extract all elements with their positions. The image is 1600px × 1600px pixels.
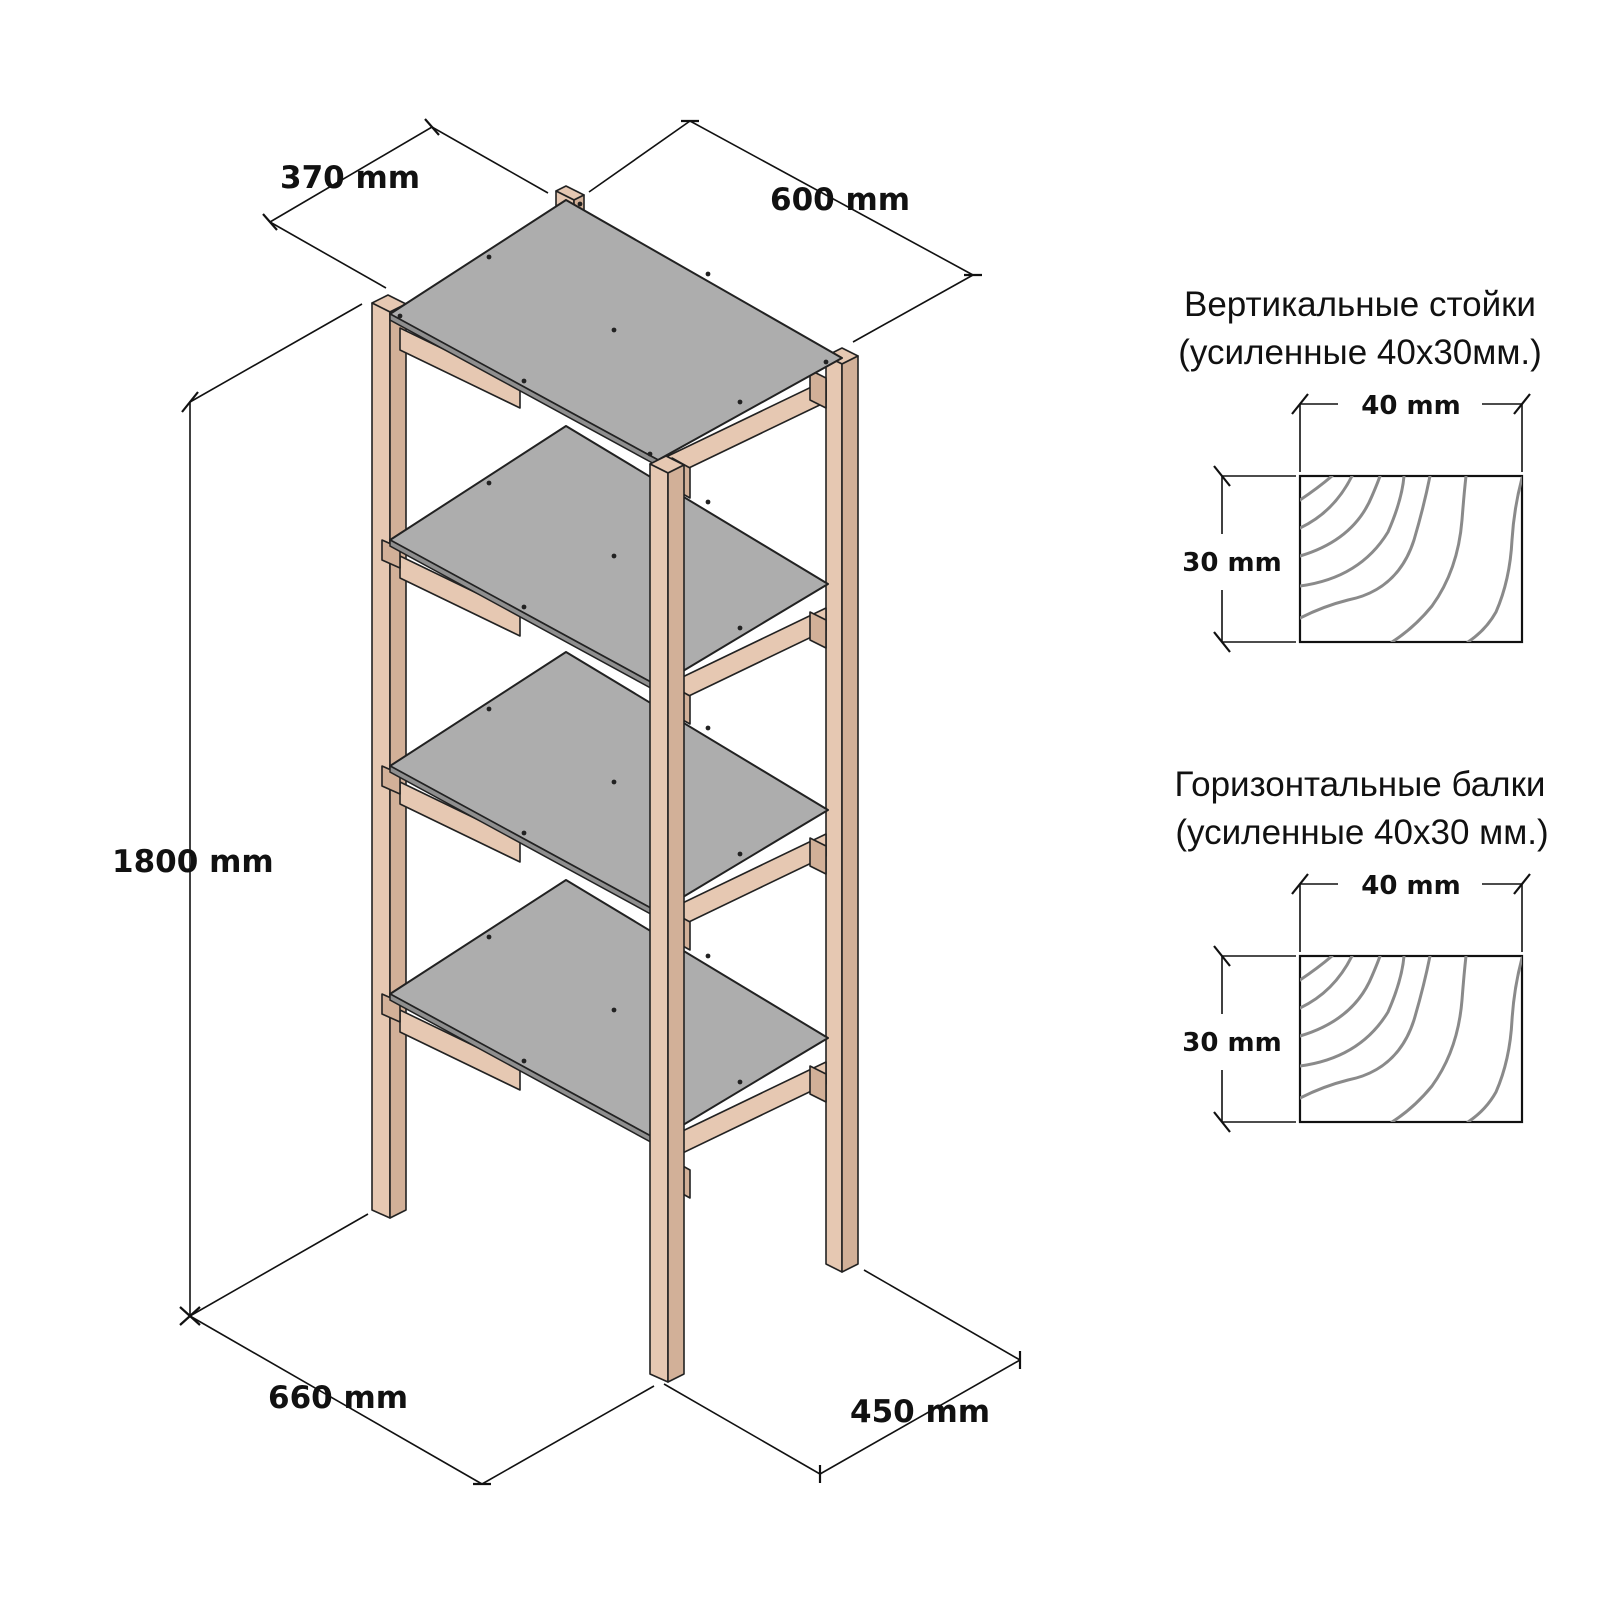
section-beams-height: 30 mm [1182,1028,1281,1058]
section-posts: Вертикальные стойки (усиленные 40х30мм.)… [1178,285,1542,653]
dim-depth-top: 370 mm [280,160,420,196]
cross-section-post [1298,474,1524,644]
section-posts-subtitle: (усиленные 40х30мм.) [1178,333,1542,372]
cross-section-beam [1298,954,1524,1124]
section-posts-height: 30 mm [1182,548,1281,578]
dim-width-top: 600 mm [770,182,910,218]
dim-height: 1800 mm [112,844,274,880]
dim-depth-bottom: 450 mm [850,1394,990,1430]
post-left [371,294,407,1219]
post-right [825,347,859,1273]
section-posts-title: Вертикальные стойки [1184,285,1536,324]
section-beams-subtitle: (усиленные 40х30 мм.) [1175,813,1548,852]
shelf-bottom [381,879,829,1199]
section-beams-title: Горизонтальные балки [1175,765,1546,804]
section-beams-width: 40 mm [1361,871,1460,901]
dim-width-bottom: 660 mm [268,1380,408,1416]
section-beams: Горизонтальные балки (усиленные 40х30 мм… [1175,765,1549,1133]
dimension-lines [179,118,1022,1486]
wood-grain [1300,956,1522,1122]
post-front [649,455,685,1383]
screws [486,934,743,1085]
screws [397,201,829,457]
shelving-unit [371,185,859,1383]
shelf-second [381,425,829,725]
screws [486,480,743,631]
shelf-top [389,199,843,499]
section-posts-width: 40 mm [1361,391,1460,421]
screws [486,706,743,857]
wood-grain [1300,476,1522,642]
